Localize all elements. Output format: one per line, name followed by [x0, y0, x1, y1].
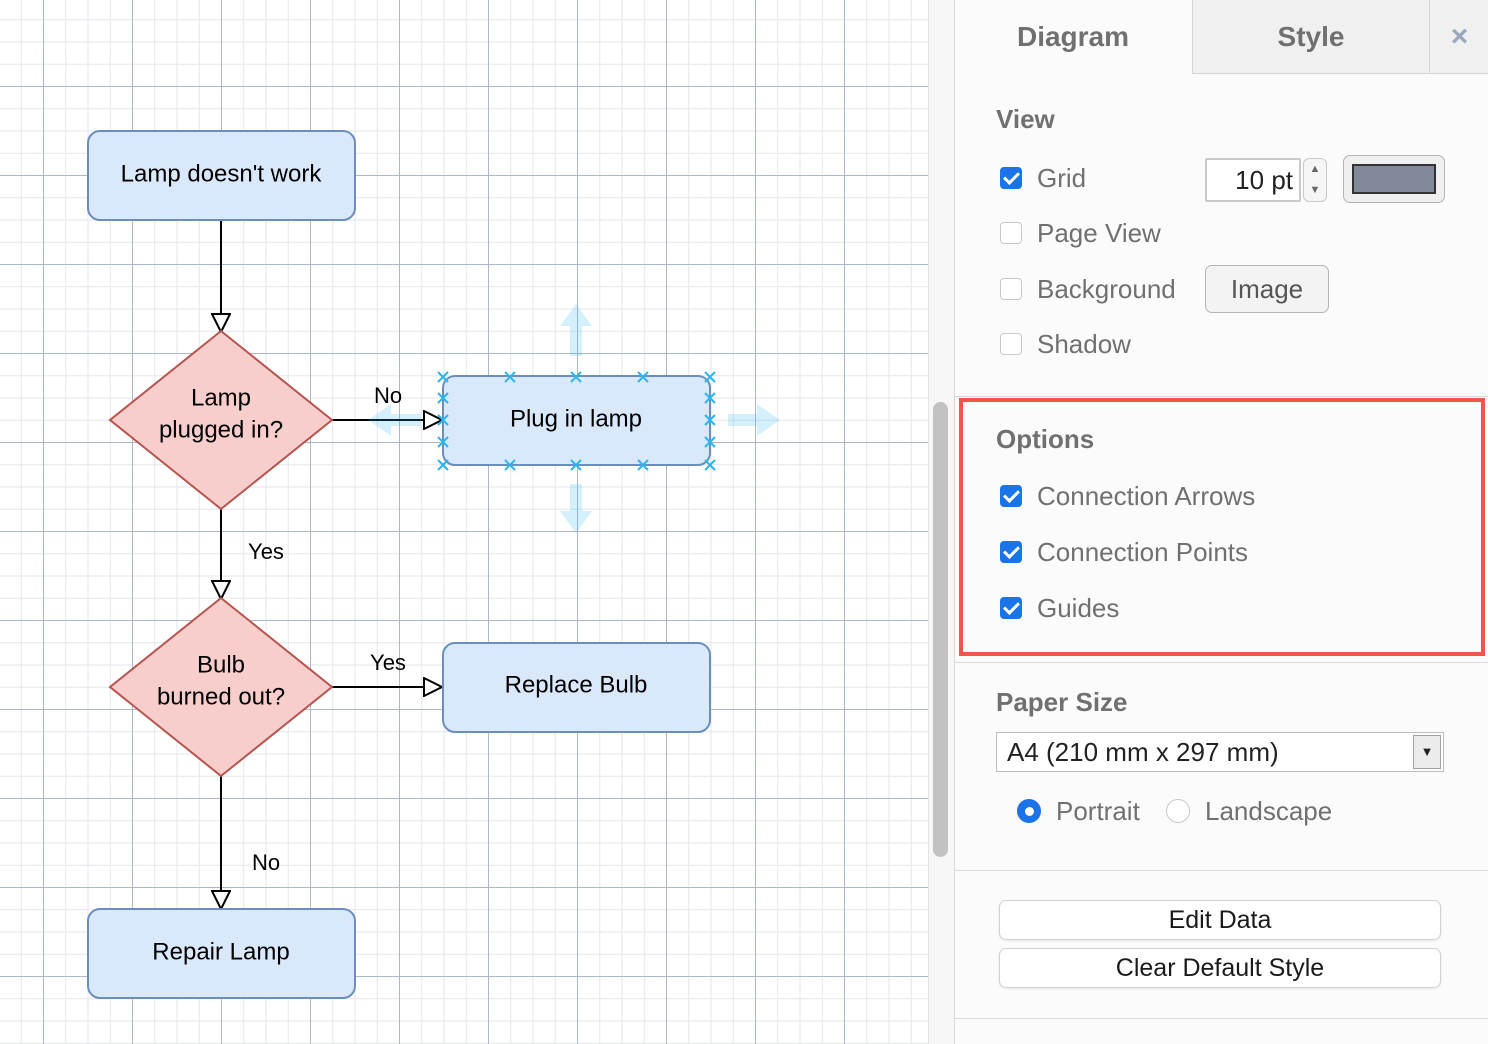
connection-points-option[interactable]: Connection Points: [1000, 537, 1248, 567]
portrait-label: Portrait: [1056, 795, 1140, 826]
portrait-radio[interactable]: [1017, 799, 1041, 823]
connection-point-marker: [637, 459, 649, 471]
options-highlight-box: [959, 398, 1485, 656]
page-view-label: Page View: [1037, 217, 1161, 248]
shadow-label: Shadow: [1037, 328, 1131, 359]
connection-arrow-up-icon[interactable]: [560, 304, 592, 356]
connection-point-marker: [704, 392, 716, 404]
page-view-option[interactable]: Page View: [1000, 218, 1161, 248]
edge-label-no-plug: No: [374, 383, 402, 408]
connection-point-marker: [504, 459, 516, 471]
node-replace-bulb[interactable]: Replace Bulb: [442, 642, 711, 733]
background-label: Background: [1037, 273, 1176, 304]
edit-data-button[interactable]: Edit Data: [999, 900, 1441, 940]
node-label: Lamp doesn't work: [121, 160, 323, 187]
connection-points-checkbox[interactable]: [1000, 541, 1022, 563]
node-label: Replace Bulb: [505, 671, 648, 698]
node-label-line1: Lamp: [191, 384, 251, 411]
portrait-option[interactable]: Portrait: [1017, 796, 1140, 826]
divider: [955, 662, 1488, 663]
node-label-line1: Bulb: [197, 651, 245, 678]
landscape-radio[interactable]: [1166, 799, 1190, 823]
grid-size-input[interactable]: 10 pt: [1205, 158, 1301, 202]
shadow-option[interactable]: Shadow: [1000, 329, 1131, 359]
grid-color-button[interactable]: [1343, 155, 1445, 203]
connection-point-marker: [570, 459, 582, 471]
diagram-canvas[interactable]: No Yes Yes No Lamp doesn't work Lamp plu…: [0, 0, 928, 1044]
paper-size-select[interactable]: A4 (210 mm x 297 mm) ▼: [996, 732, 1444, 772]
grid-size-stepper[interactable]: ▲ ▼: [1303, 158, 1327, 202]
paper-size-value: A4 (210 mm x 297 mm): [1007, 737, 1279, 767]
connection-arrow-left-icon[interactable]: [368, 404, 421, 436]
connection-arrows-option[interactable]: Connection Arrows: [1000, 481, 1255, 511]
page-view-checkbox[interactable]: [1000, 222, 1022, 244]
guides-option[interactable]: Guides: [1000, 593, 1119, 623]
grid-checkbox[interactable]: [1000, 167, 1022, 189]
connection-point-marker: [704, 459, 716, 471]
connection-point-marker: [437, 436, 449, 448]
connection-point-marker: [437, 459, 449, 471]
clear-default-style-button[interactable]: Clear Default Style: [999, 948, 1441, 988]
connection-point-marker: [437, 371, 449, 383]
background-image-button[interactable]: Image: [1205, 265, 1329, 313]
guides-label: Guides: [1037, 592, 1120, 623]
view-section-title: View: [996, 104, 1055, 134]
connection-arrows-checkbox[interactable]: [1000, 485, 1022, 507]
divider: [955, 396, 1488, 397]
connection-point-marker: [704, 414, 716, 426]
connection-point-marker: [437, 392, 449, 404]
edge-label-yes-bulb: Yes: [370, 650, 406, 675]
format-panel: Diagram Style × View Grid 10 pt ▲ ▼ Page…: [954, 0, 1488, 1044]
connection-point-marker: [637, 371, 649, 383]
connection-point-marker: [504, 371, 516, 383]
divider: [955, 870, 1488, 871]
connection-point-marker: [570, 371, 582, 383]
edge-label-yes-plugged: Yes: [248, 539, 284, 564]
landscape-option[interactable]: Landscape: [1166, 796, 1332, 826]
node-label: Repair Lamp: [152, 938, 289, 965]
paper-size-section-title: Paper Size: [996, 687, 1128, 717]
node-plug-in-lamp[interactable]: Plug in lamp: [442, 375, 711, 466]
divider: [955, 1018, 1488, 1019]
tab-style[interactable]: Style: [1192, 0, 1429, 74]
edge-label-no-bulb: No: [252, 850, 280, 875]
diagram-svg[interactable]: No Yes Yes No Lamp doesn't work Lamp plu…: [0, 0, 928, 1044]
close-icon[interactable]: ×: [1429, 0, 1488, 74]
connection-points[interactable]: [437, 371, 716, 471]
grid-option[interactable]: Grid: [1000, 163, 1086, 193]
node-repair-lamp[interactable]: Repair Lamp: [87, 908, 356, 999]
node-bulb-burned-out[interactable]: Bulb burned out?: [108, 596, 334, 778]
connection-arrow-down-icon[interactable]: [560, 484, 592, 533]
node-lamp-doesnt-work[interactable]: Lamp doesn't work: [87, 130, 356, 221]
connection-point-marker: [704, 371, 716, 383]
options-section-title: Options: [996, 424, 1095, 454]
connection-arrows-label: Connection Arrows: [1037, 480, 1256, 511]
connection-point-marker: [437, 414, 449, 426]
connection-points-label: Connection Points: [1037, 536, 1249, 567]
node-label-line2: burned out?: [157, 683, 285, 710]
connection-point-marker: [704, 436, 716, 448]
landscape-label: Landscape: [1205, 795, 1333, 826]
tab-diagram[interactable]: Diagram: [955, 0, 1191, 74]
stepper-down-icon[interactable]: ▼: [1309, 184, 1321, 196]
connection-arrow-right-icon[interactable]: [728, 404, 780, 436]
chevron-down-icon[interactable]: ▼: [1413, 735, 1441, 769]
node-lamp-plugged-in[interactable]: Lamp plugged in?: [108, 329, 334, 511]
node-label-line2: plugged in?: [159, 416, 283, 443]
grid-color-swatch: [1352, 164, 1436, 194]
shadow-checkbox[interactable]: [1000, 333, 1022, 355]
grid-label: Grid: [1037, 162, 1087, 193]
background-checkbox[interactable]: [1000, 278, 1022, 300]
background-option[interactable]: Background: [1000, 274, 1176, 304]
guides-checkbox[interactable]: [1000, 597, 1022, 619]
stepper-up-icon[interactable]: ▲: [1309, 163, 1321, 175]
node-label: Plug in lamp: [510, 405, 642, 432]
scrollbar-thumb[interactable]: [933, 402, 948, 857]
